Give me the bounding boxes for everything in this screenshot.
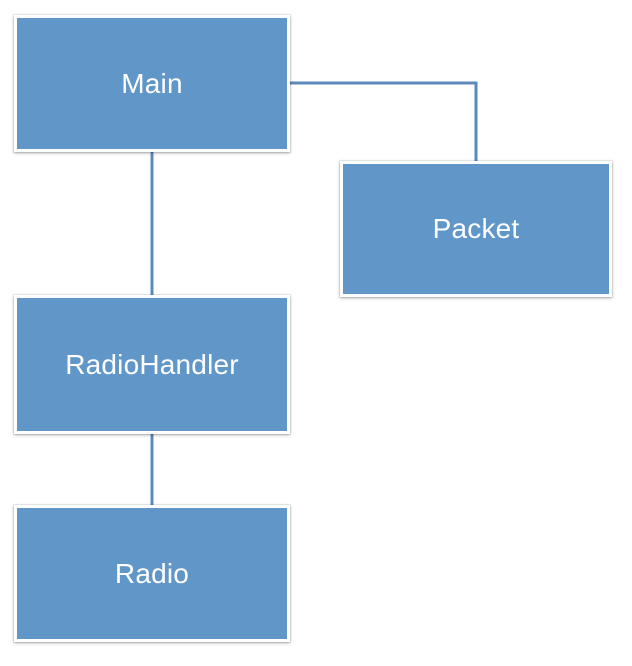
node-radio-handler: RadioHandler: [14, 295, 290, 434]
node-radio: Radio: [14, 505, 290, 642]
node-main: Main: [14, 15, 290, 152]
node-radio-handler-label: RadioHandler: [65, 348, 239, 380]
node-main-label: Main: [121, 67, 183, 99]
connector-main-packet: [288, 81, 478, 163]
node-radio-label: Radio: [114, 557, 190, 589]
node-packet: Packet: [340, 161, 612, 297]
node-packet-label: Packet: [432, 213, 520, 244]
